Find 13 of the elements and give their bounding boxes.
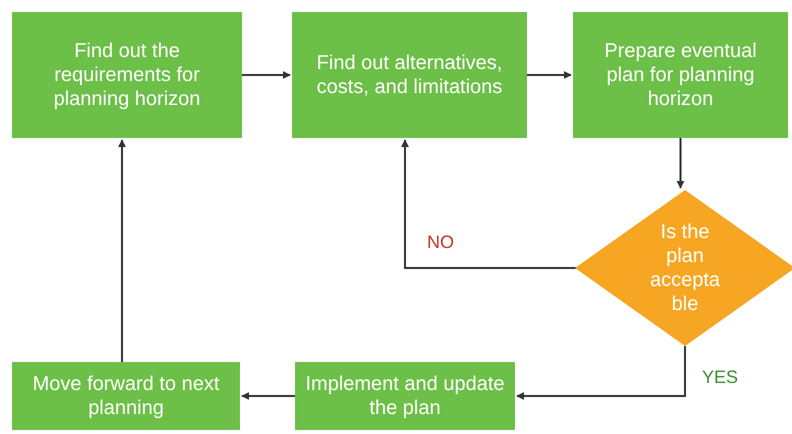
process-box: Find out alternatives, costs, and limitations (292, 12, 527, 138)
arrow (241, 392, 295, 400)
process-box: Move forward to next planning (12, 362, 240, 430)
process-box: Find out the requirements for planning horizon (12, 12, 242, 138)
arrow (527, 71, 572, 79)
decision-text: Is the plan acceptable (648, 220, 722, 316)
arrow (242, 71, 291, 79)
arrow (118, 139, 126, 362)
arrow (401, 139, 577, 269)
arrow (516, 346, 686, 400)
process-box: Implement and update the plan (295, 362, 515, 430)
process-box: Prepare eventual plan for planning horizon (573, 12, 788, 138)
arrow (676, 138, 684, 189)
